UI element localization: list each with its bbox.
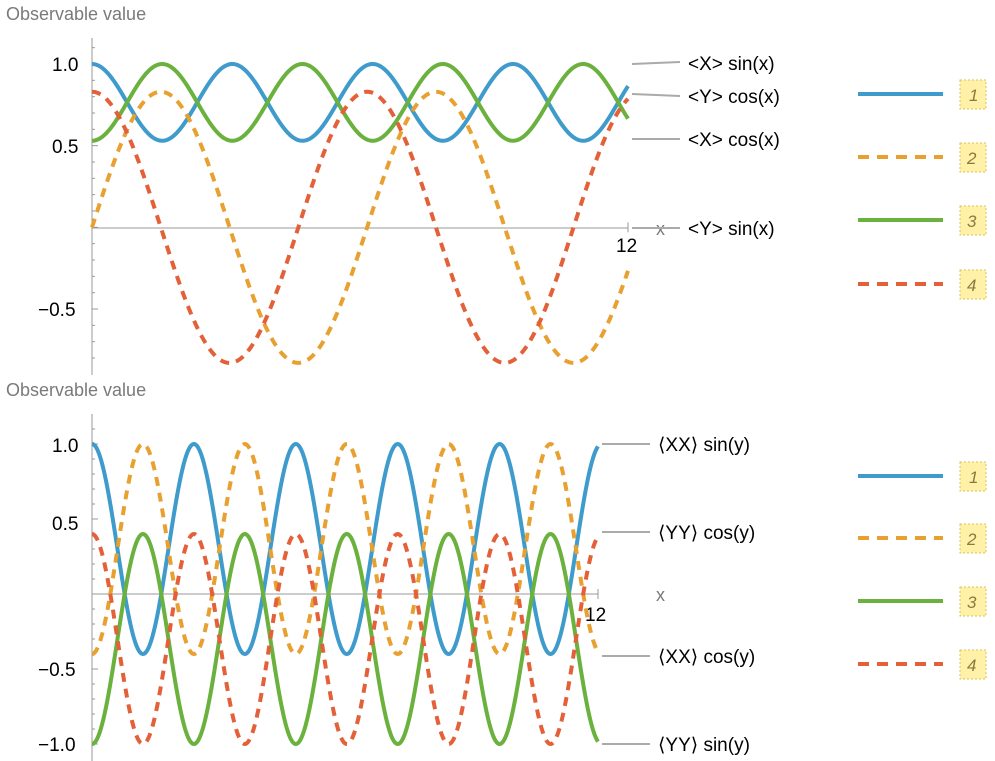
legend-number-top-4: 4 [967, 276, 976, 295]
end-label-bottom-2: ⟨YY⟩ cos(y) [658, 523, 755, 544]
end-label-top-1: <X> sin(x) [688, 54, 775, 75]
legend-number-top-3: 3 [967, 212, 977, 231]
y-minor-ticks-top [92, 47, 629, 359]
legend-box-top-3 [959, 205, 987, 236]
legend-number-bottom-3: 3 [967, 593, 977, 612]
legend-box-top-4 [959, 269, 987, 300]
y-tick-label-top-1: 1.0 [52, 55, 78, 76]
y-minor-ticks-bottom [92, 428, 599, 745]
legend-number-top-2: 2 [966, 149, 977, 168]
end-label-line-top-1 [631, 61, 681, 65]
chart-top: Observable value x 12 1.0 0.5 −0.5 <X> s… [6, 4, 987, 375]
y-tick-label-bottom-neg0.5: −0.5 [38, 660, 76, 681]
end-label-bottom-3: ⟨XX⟩ cos(y) [658, 647, 755, 668]
legend-box-bottom-3 [959, 586, 987, 617]
series-line-bottom-4 [91, 531, 600, 747]
series-line-top-3 [91, 61, 630, 143]
legend-box-bottom-2 [959, 523, 987, 554]
legend-bottom: 1 2 3 4 [858, 461, 987, 680]
series-lines-bottom [91, 441, 600, 747]
legend-top: 1 2 3 4 [858, 79, 987, 300]
y-axis-title-top: Observable value [6, 4, 146, 24]
legend-box-top-1 [959, 79, 987, 110]
series-line-bottom-3 [91, 531, 600, 747]
x-tick-label-top-12: 12 [616, 236, 637, 257]
end-label-line-top-2 [631, 93, 681, 97]
legend-box-top-2 [959, 142, 987, 173]
y-tick-label-bottom-1: 1.0 [52, 436, 78, 457]
end-label-top-2: <Y> cos(x) [688, 87, 780, 108]
y-tick-label-top-0.5: 0.5 [52, 137, 78, 158]
legend-number-bottom-2: 2 [966, 530, 977, 549]
series-line-top-4 [91, 89, 630, 365]
legend-number-bottom-1: 1 [969, 468, 978, 487]
end-label-bottom-1: ⟨XX⟩ sin(y) [658, 435, 750, 456]
end-label-top-3: <X> cos(x) [688, 130, 780, 151]
series-lines-top [90, 61, 630, 365]
y-tick-label-bottom-0.5: 0.5 [52, 514, 78, 535]
y-tick-label-top-neg0.5: −0.5 [38, 300, 76, 321]
x-axis-title-bottom: x [656, 585, 665, 605]
series-line-top-1 [91, 61, 630, 143]
series-line-bottom-1 [91, 441, 600, 657]
end-label-top-4: <Y> sin(x) [688, 219, 775, 240]
y-tick-label-bottom-neg1: −1.0 [38, 735, 76, 756]
chart-bottom: Observable value x 12 1.0 0.5 −0.5 −1.0 … [6, 380, 987, 761]
y-axis-title-bottom: Observable value [6, 380, 146, 400]
end-label-bottom-4: ⟨YY⟩ sin(y) [658, 735, 750, 756]
x-tick-label-bottom-12: 12 [585, 605, 606, 626]
legend-number-top-1: 1 [969, 86, 978, 105]
legend-box-bottom-4 [959, 649, 987, 680]
legend-number-bottom-4: 4 [967, 656, 976, 675]
series-line-bottom-2 [91, 441, 600, 657]
legend-box-bottom-1 [959, 461, 987, 492]
